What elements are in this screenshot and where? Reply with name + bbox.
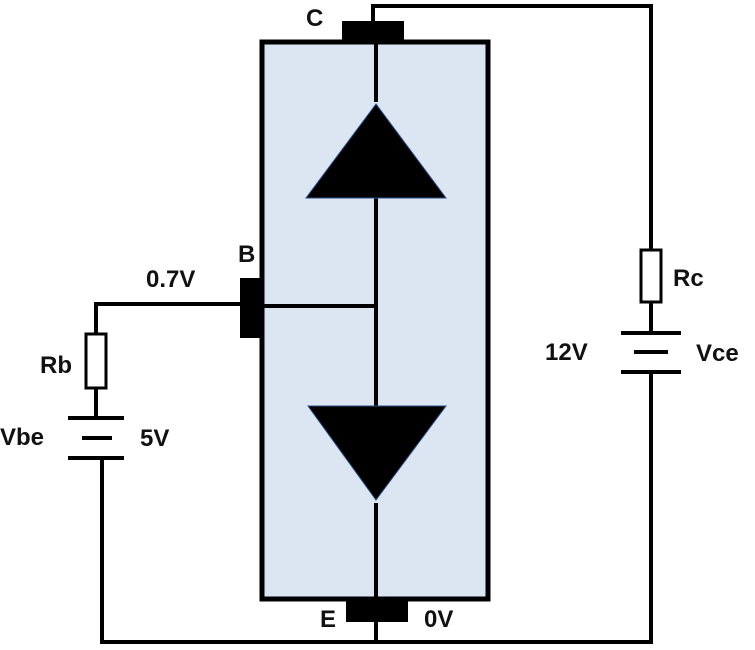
base-terminal — [240, 278, 262, 338]
collector-wire — [371, 4, 653, 250]
base-return-wire — [100, 460, 376, 644]
base-voltage-label: 0.7V — [146, 266, 195, 293]
base-label: B — [238, 241, 255, 268]
base-resistor — [84, 332, 108, 390]
collector-resistor-label: Rc — [673, 265, 704, 292]
base-wire — [94, 302, 240, 334]
base-source-voltage-label: 5V — [140, 425, 169, 452]
base-battery — [68, 416, 124, 460]
upper-diode-triangle — [305, 103, 447, 199]
collector-resistor — [639, 248, 663, 304]
collector-terminal — [342, 21, 404, 42]
base-resistor-label: Rb — [40, 352, 72, 379]
collector-return-wire — [374, 372, 653, 644]
emitter-label: E — [320, 606, 336, 633]
emitter-terminal — [346, 601, 408, 622]
emitter-voltage-label: 0V — [424, 606, 453, 633]
base-source-name-label: Vbe — [0, 424, 44, 451]
lower-diode-triangle — [307, 405, 447, 501]
collector-source-name-label: Vce — [696, 340, 739, 367]
collector-battery — [621, 331, 681, 374]
collector-source-voltage-label: 12V — [545, 339, 588, 366]
collector-label: C — [306, 5, 323, 32]
